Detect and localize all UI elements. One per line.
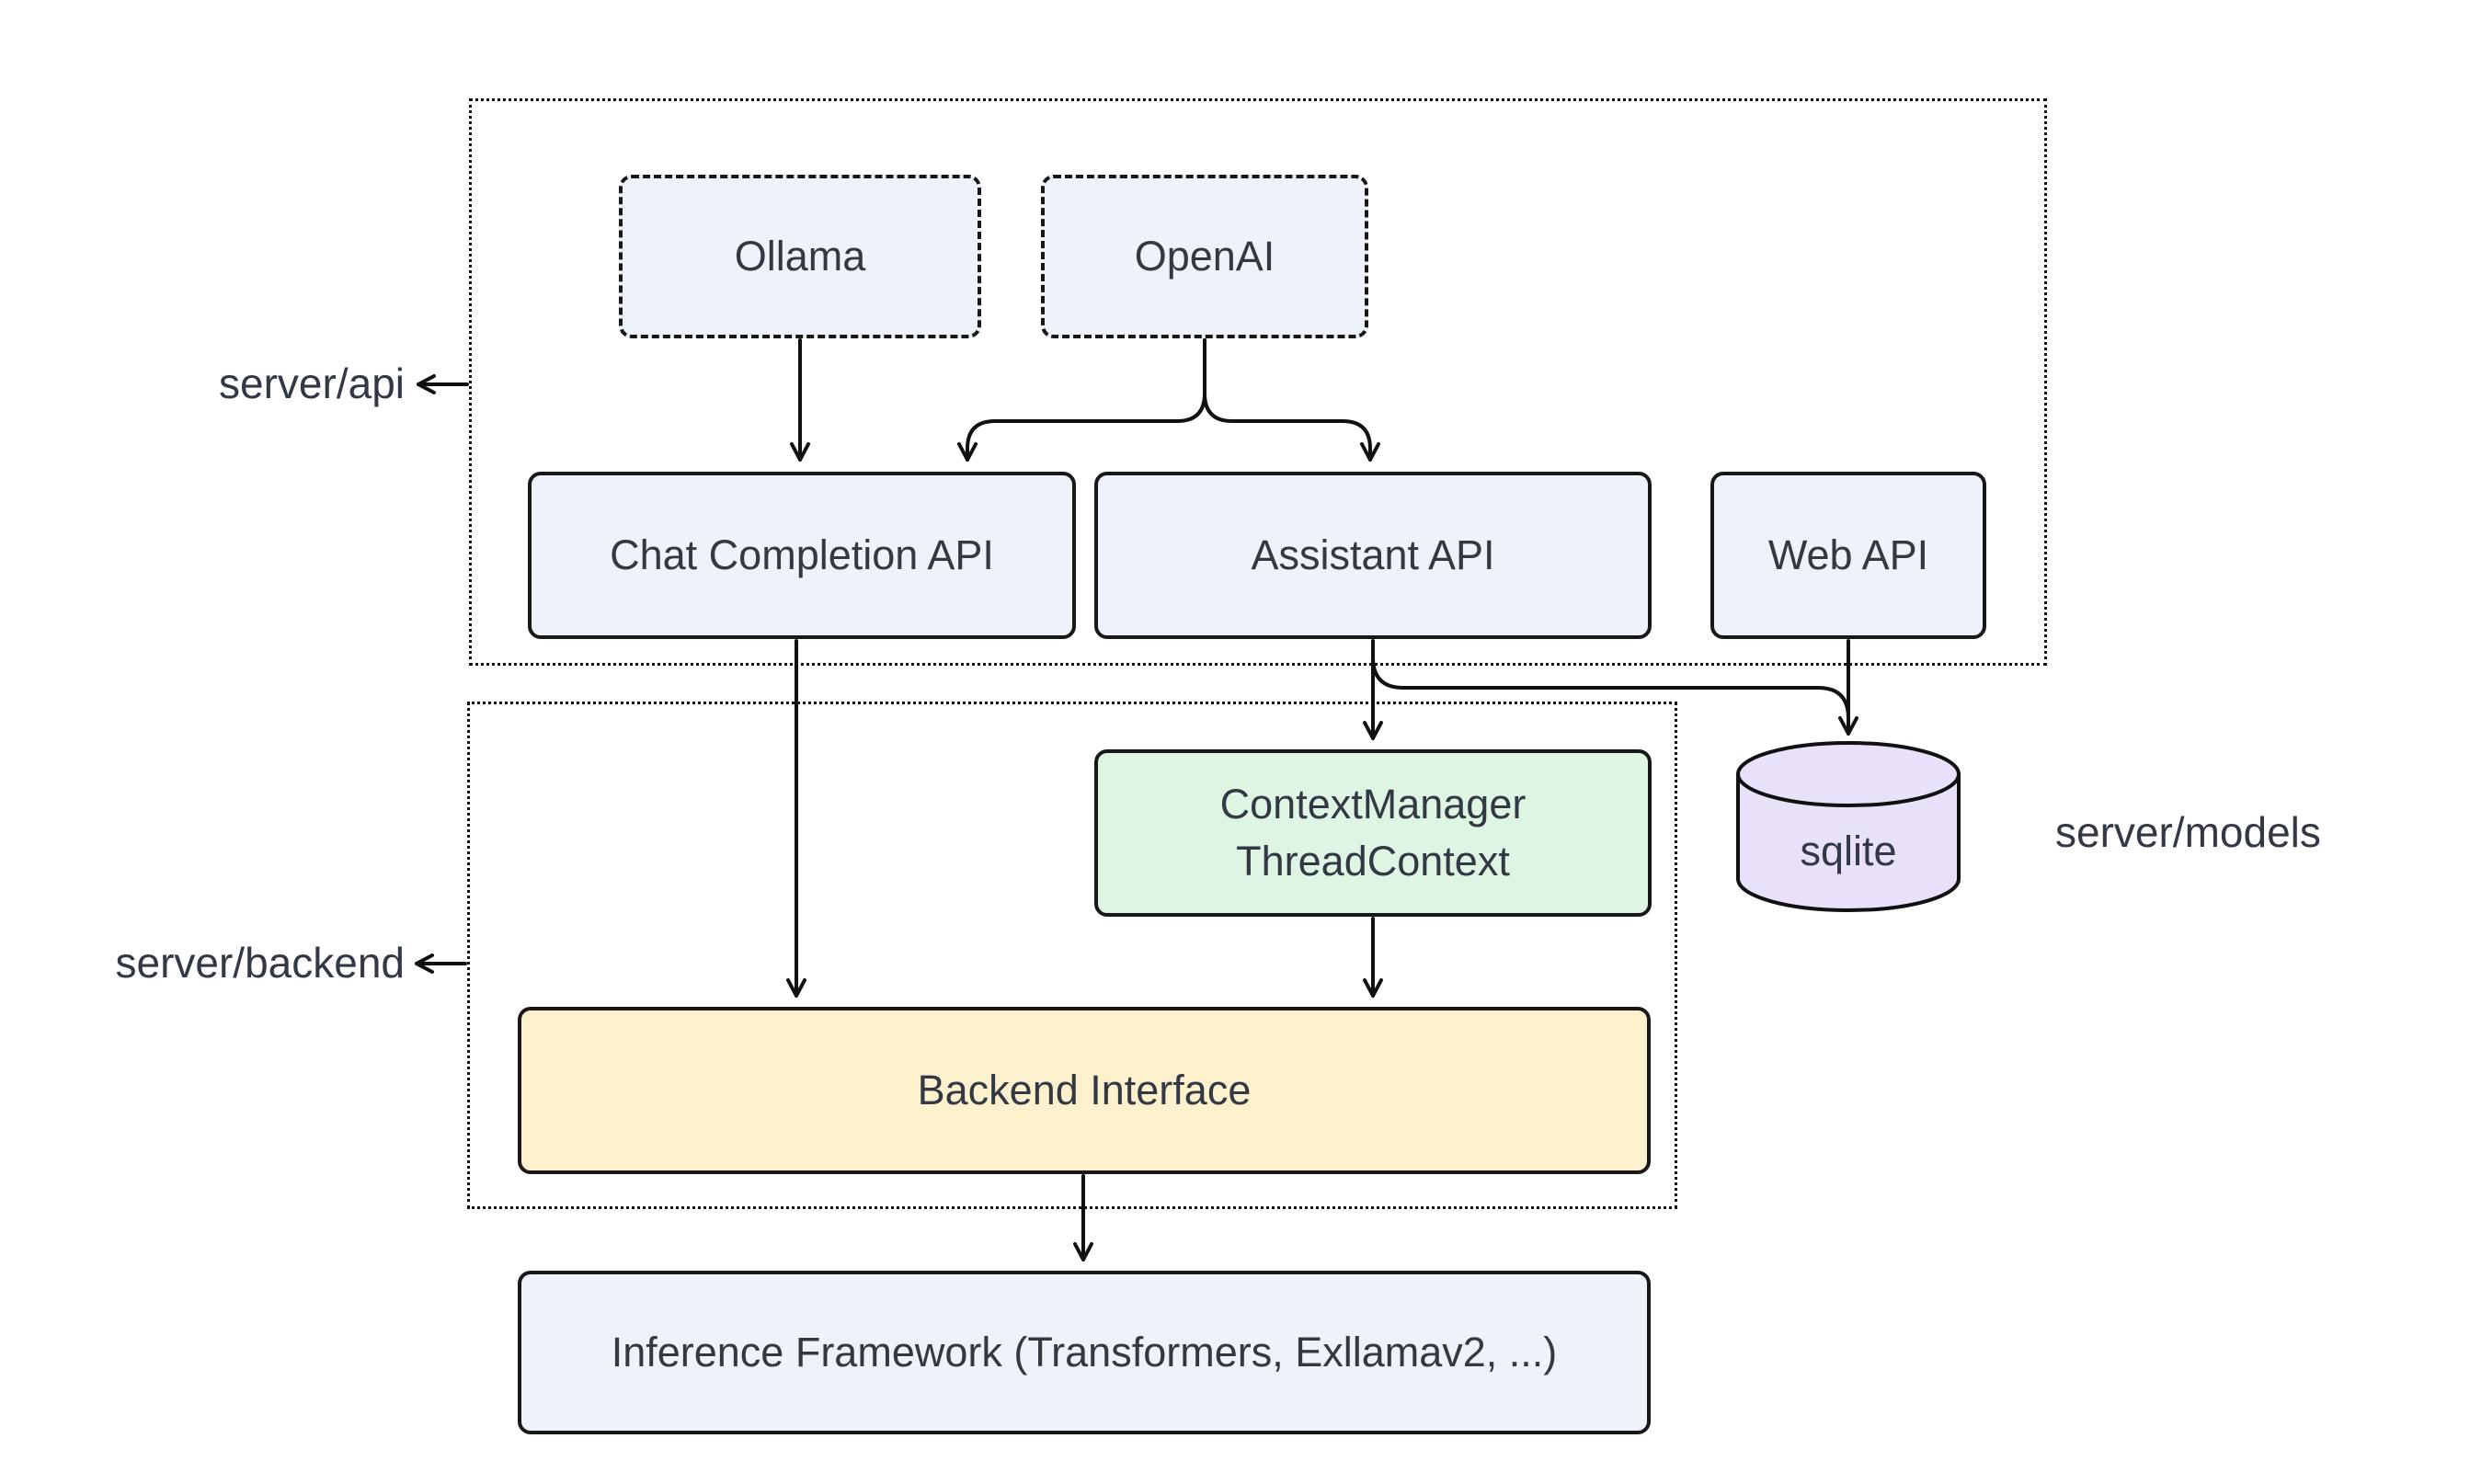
node-web-api-label: Web API: [1767, 531, 1929, 578]
node-backend-interface: Backend Interface: [518, 1007, 1651, 1174]
node-inference-framework-label: Inference Framework (Transformers, Exlla…: [611, 1329, 1558, 1376]
edge-openai-to-chat-completion: [957, 338, 1206, 462]
node-chat-completion-api-label: Chat Completion API: [610, 531, 994, 578]
node-context-manager: ContextManager ThreadContext: [1094, 749, 1652, 917]
node-openai: OpenAI: [1041, 175, 1368, 338]
node-chat-completion-api: Chat Completion API: [528, 472, 1076, 639]
node-context-manager-line1: ContextManager: [1219, 781, 1527, 828]
node-backend-interface-label: Backend Interface: [917, 1067, 1252, 1113]
node-ollama-label: Ollama: [734, 233, 866, 280]
server-backend-container: [467, 702, 1677, 1209]
server-api-container: [469, 98, 2047, 666]
server-api-label: server/api: [219, 360, 405, 407]
node-ollama: Ollama: [619, 175, 981, 338]
node-assistant-api-label: Assistant API: [1251, 531, 1495, 578]
node-sqlite-label: sqlite: [1800, 828, 1897, 874]
server-backend-label: server/backend: [115, 939, 406, 987]
server-models-label: server/models: [2055, 808, 2321, 856]
edge-openai-to-assistant: [1203, 338, 1380, 462]
node-inference-framework: Inference Framework (Transformers, Exlla…: [518, 1271, 1651, 1434]
node-assistant-api: Assistant API: [1094, 472, 1652, 639]
node-openai-label: OpenAI: [1134, 233, 1275, 280]
node-context-manager-line2: ThreadContext: [1236, 838, 1510, 885]
node-web-api: Web API: [1710, 472, 1986, 639]
